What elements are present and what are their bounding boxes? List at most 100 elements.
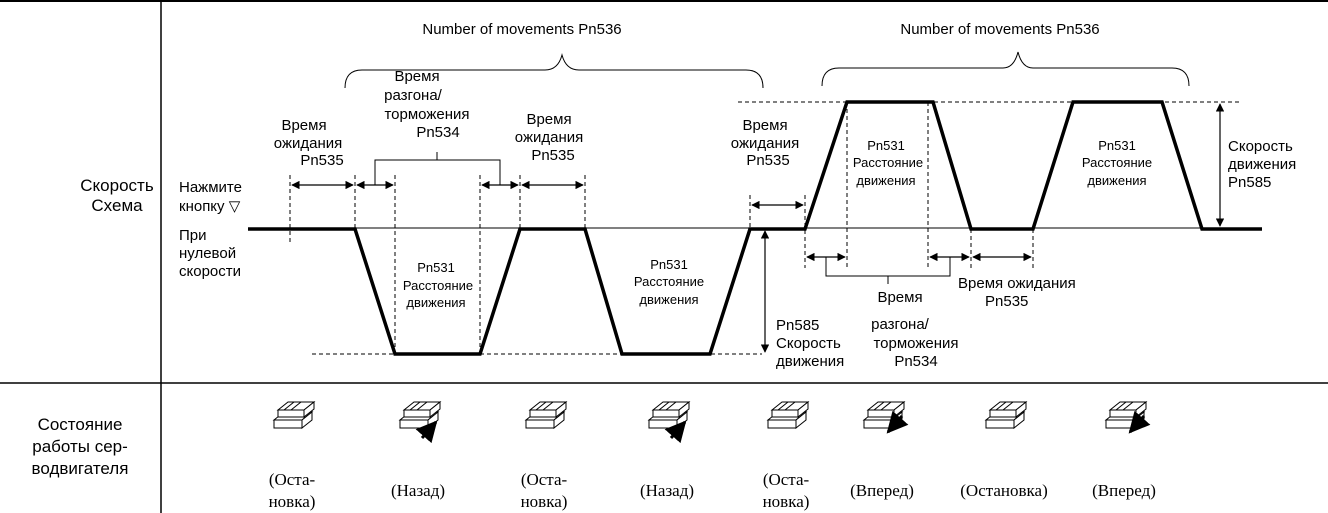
svg-text:Время: Время: [742, 117, 787, 134]
accel-brackets: [374, 152, 951, 284]
motor-state-3: (Оста-новка): [521, 400, 568, 511]
accel-time-label-1: Время разгона/ торможения Pn534: [384, 68, 469, 141]
row-label-status-line2: работы сер-: [32, 437, 128, 456]
motor-state-4: (Назад): [640, 400, 694, 500]
motor-status-row: (Оста-новка) (Назад) (Оста-новка) (Назад) (О…: [269, 400, 1156, 511]
zero-speed-note-line1: При: [179, 227, 207, 244]
svg-text:Расстояние: Расстояние: [1082, 155, 1152, 170]
wait-time-label-3: Время ожидания Pn535: [731, 117, 799, 169]
motor-state-label: (Оста-: [269, 470, 316, 489]
brace-left-label: Number of movements Pn536: [422, 21, 621, 38]
servo-table-icon: [766, 400, 810, 430]
svg-text:Расстояние: Расстояние: [634, 274, 704, 289]
svg-text:Расстояние: Расстояние: [403, 278, 473, 293]
press-button-note-line2: кнопку ▽: [179, 198, 241, 215]
svg-text:Время: Время: [877, 289, 922, 306]
motor-state-label: (Оста-: [763, 470, 810, 489]
row-label-status-line1: Состояние: [38, 415, 123, 434]
motor-state-2: (Назад): [391, 400, 445, 500]
arrow-backward-icon: [664, 420, 687, 444]
row-label-speed-line2: Схема: [91, 196, 143, 215]
svg-text:движения: движения: [1087, 173, 1146, 188]
guide-lines: [289, 101, 1240, 355]
row-label-speed-line1: Скорость: [80, 176, 154, 195]
dimension-arrows: [291, 103, 1225, 353]
svg-text:движения: движения: [639, 292, 698, 307]
brace-right-label: Number of movements Pn536: [900, 21, 1099, 38]
svg-text:Pn535: Pn535: [746, 152, 789, 169]
accel-time-label-2: Время разгона/ торможения Pn534: [871, 289, 958, 370]
speed-pattern-row-label: Скорость Схема: [80, 176, 154, 215]
motor-state-6: (Вперед): [850, 400, 914, 500]
zero-speed-note-line3: скорости: [179, 263, 241, 280]
svg-text:разгона/: разгона/: [384, 87, 443, 104]
svg-text:торможения: торможения: [384, 106, 469, 123]
servo-table-icon: [524, 400, 568, 430]
svg-text:Pn535: Pn535: [985, 293, 1028, 310]
svg-text:Расстояние: Расстояние: [853, 155, 923, 170]
servo-table-icon: [984, 400, 1028, 430]
motor-state-5: (Оста-новка): [763, 400, 810, 511]
svg-text:движения: движения: [856, 173, 915, 188]
travel-speed-label-right: Скорость движения Pn585: [1228, 138, 1296, 191]
svg-text:Pn585: Pn585: [776, 317, 819, 334]
servo-table-icon: [1104, 400, 1148, 430]
svg-text:торможения: торможения: [873, 335, 958, 352]
svg-text:ожидания: ожидания: [274, 135, 342, 152]
svg-text:Pn534: Pn534: [416, 124, 459, 141]
motor-state-label: (Вперед): [1092, 481, 1156, 500]
svg-text:Скорость: Скорость: [776, 335, 841, 352]
motor-status-row-label: Состояние работы сер- водвигателя: [32, 415, 129, 478]
svg-text:Pn531: Pn531: [650, 257, 688, 272]
svg-text:движения: движения: [406, 295, 465, 310]
brace-right: [821, 51, 1190, 87]
svg-text:Pn531: Pn531: [417, 260, 455, 275]
svg-text:Pn535: Pn535: [531, 147, 574, 164]
motor-state-1: (Оста-новка): [269, 400, 316, 511]
wait-time-label-4: Время ожидания Pn535: [958, 275, 1076, 310]
travel-speed-label-left: Pn585 Скорость движения: [776, 317, 844, 370]
servo-table-icon: [272, 400, 316, 430]
motor-state-label: (Назад): [391, 481, 445, 500]
arrow-forward-icon: [886, 410, 909, 434]
motor-state-7: (Остановка): [960, 400, 1048, 500]
wait-time-label-1: Время ожидания Pn535: [274, 117, 344, 169]
press-button-note-line1: Нажмите: [179, 179, 242, 196]
distance-label-4: Pn531 Расстояние движения: [1082, 138, 1152, 188]
svg-text:движения: движения: [776, 353, 844, 370]
arrow-backward-icon: [415, 420, 438, 444]
svg-text:Время: Время: [394, 68, 439, 85]
arrow-forward-icon: [1128, 410, 1151, 434]
motor-state-label: новка): [763, 492, 810, 511]
distance-label-2: Pn531 Расстояние движения: [634, 257, 704, 307]
svg-text:Pn531: Pn531: [1098, 138, 1136, 153]
svg-text:Pn534: Pn534: [894, 353, 937, 370]
svg-text:Время: Время: [281, 117, 326, 134]
svg-text:разгона/: разгона/: [871, 316, 930, 333]
motor-state-8: (Вперед): [1092, 400, 1156, 500]
svg-text:движения: движения: [1228, 156, 1296, 173]
svg-text:ожидания: ожидания: [731, 135, 799, 152]
motor-state-label: (Оста-: [521, 470, 568, 489]
svg-text:ожидания: ожидания: [515, 129, 583, 146]
distance-label-1: Pn531 Расстояние движения: [403, 260, 473, 310]
svg-text:Время: Время: [526, 111, 571, 128]
svg-text:Pn585: Pn585: [1228, 174, 1271, 191]
motor-state-label: новка): [521, 492, 568, 511]
motor-state-label: новка): [269, 492, 316, 511]
zero-speed-note-line2: нулевой: [179, 245, 236, 262]
speed-waveform: [248, 100, 1262, 356]
row-label-status-line3: водвигателя: [32, 459, 129, 478]
motor-state-label: (Назад): [640, 481, 694, 500]
servo-table-icon: [398, 400, 442, 430]
servo-table-icon: [862, 400, 906, 430]
svg-text:Время ожидания: Время ожидания: [958, 275, 1076, 292]
brace-left: [344, 53, 764, 89]
svg-text:Pn531: Pn531: [867, 138, 905, 153]
svg-text:Скорость: Скорость: [1228, 138, 1293, 155]
wait-time-label-2: Время ожидания Pn535: [515, 111, 583, 164]
distance-label-3: Pn531 Расстояние движения: [853, 138, 923, 188]
